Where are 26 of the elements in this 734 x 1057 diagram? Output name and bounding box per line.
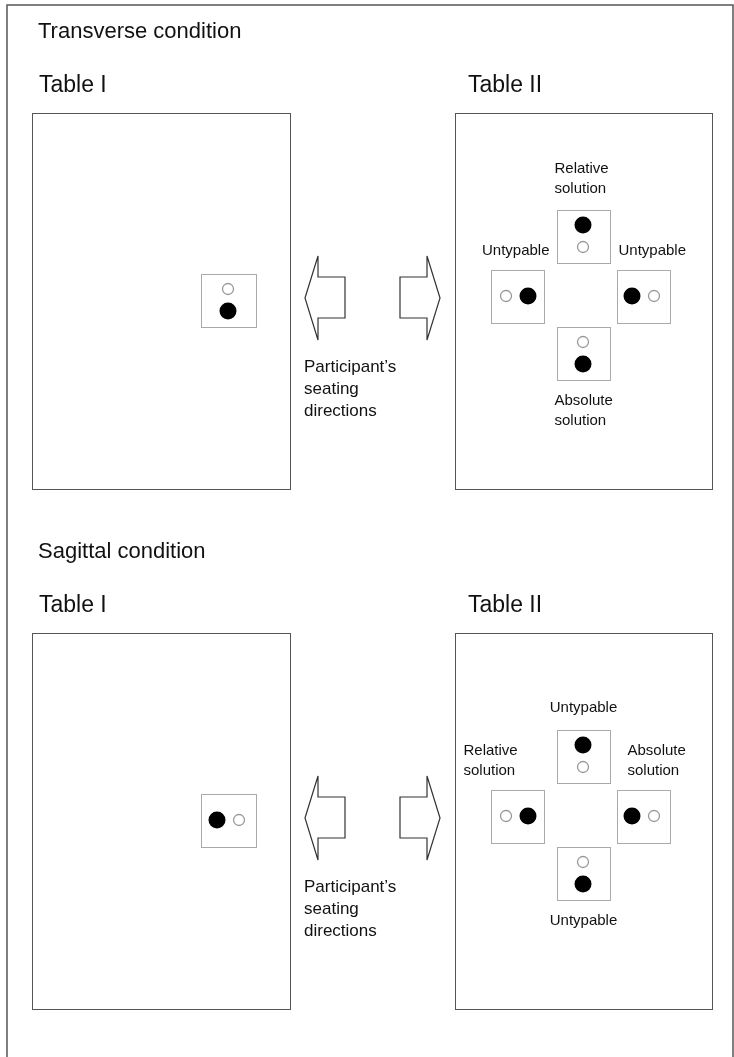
section-title: Sagittal condition: [38, 540, 206, 562]
token-card: [616, 789, 671, 844]
token-card: [556, 209, 611, 264]
token-card: [490, 269, 545, 324]
card-caption: Relative solution: [554, 157, 610, 198]
token-card: [490, 789, 545, 844]
arrow-caption: Participant’s seating directions: [304, 876, 398, 943]
token-card: [556, 729, 611, 784]
token-card: [556, 846, 611, 901]
card-caption: Untypable: [480, 239, 550, 260]
card-caption: Absolute solution: [554, 389, 614, 430]
table-heading: Table I: [39, 593, 107, 616]
card-caption: Untypable: [548, 909, 619, 930]
section-title: Transverse condition: [38, 20, 242, 42]
card-caption: Untypable: [548, 696, 619, 717]
token-card: [200, 793, 257, 848]
arrow-caption: Participant’s seating directions: [304, 356, 398, 423]
card-caption: Untypable: [618, 239, 688, 260]
token-card: [556, 326, 611, 381]
table-heading: Table II: [468, 593, 543, 616]
table-heading: Table I: [39, 73, 107, 96]
token-card: [200, 273, 257, 328]
table-heading: Table II: [468, 73, 543, 96]
card-caption: Absolute solution: [627, 739, 687, 780]
card-caption: Relative solution: [463, 739, 519, 780]
token-card: [616, 269, 671, 324]
